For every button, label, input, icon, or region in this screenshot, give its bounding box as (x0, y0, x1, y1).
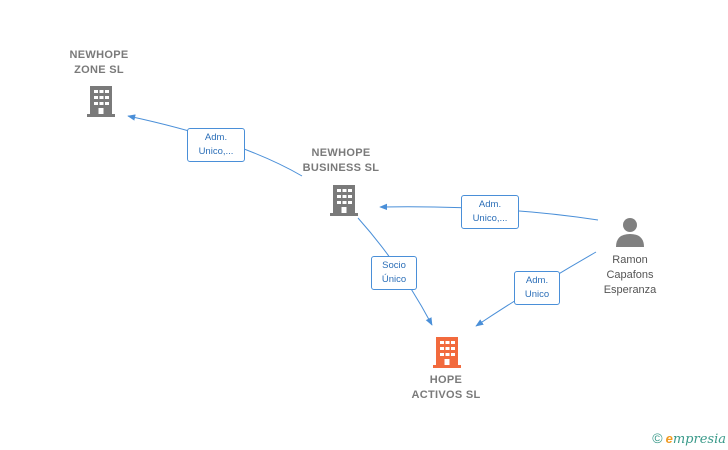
edge-label-business-to-zone: Adm. Unico,... (187, 128, 245, 162)
building-icon (87, 86, 115, 117)
brand-logo: ©empresia (652, 430, 726, 447)
person-label-ramon[interactable]: Ramon Capafons Esperanza (603, 254, 657, 296)
edge-label-business-to-hope: Socio Único (371, 256, 417, 290)
company-label-newhope-zone[interactable]: NEWHOPE ZONE SL (69, 49, 129, 76)
building-icon-main (433, 337, 461, 368)
company-label-newhope-business[interactable]: NEWHOPE BUSINESS SL (302, 147, 380, 174)
company-label-hope-activos[interactable]: HOPE ACTIVOS SL (411, 374, 481, 401)
building-icon (330, 185, 358, 216)
person-icon (616, 218, 644, 247)
edge-label-person-to-hope: Adm. Unico (514, 271, 560, 305)
copyright-symbol: © (652, 430, 663, 446)
edge-label-person-to-business: Adm. Unico,... (461, 195, 519, 229)
